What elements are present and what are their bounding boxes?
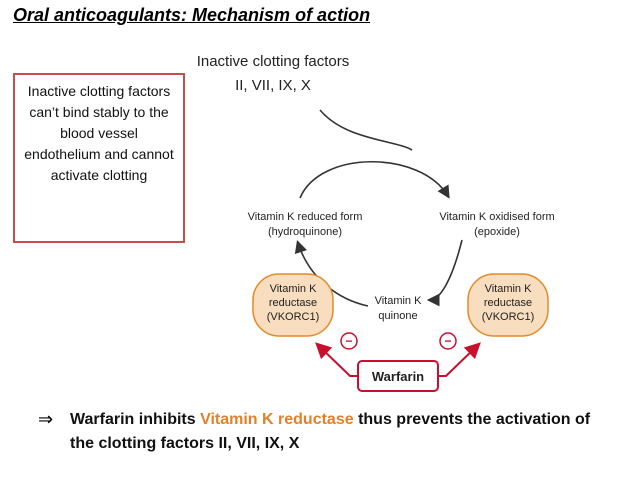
conclusion-text: Warfarin inhibits Vitamin K reductase th… bbox=[38, 408, 618, 456]
inactive-factors-line2: II, VII, IX, X bbox=[235, 77, 311, 94]
inhibit-symbol-left bbox=[340, 332, 358, 350]
oxidised-form-sublabel: (epoxide) bbox=[474, 226, 520, 238]
enzyme-left-line3: (VKORC1) bbox=[267, 311, 320, 323]
arc-oxidised-to-quinone bbox=[426, 239, 463, 307]
enzyme-right-line2: reductase bbox=[484, 297, 532, 309]
reduced-form-label: Vitamin K reduced form bbox=[248, 211, 363, 223]
inactive-factors-arrow bbox=[319, 109, 413, 151]
inactive-factors-label: Inactive clotting factors II, VII, IX, X bbox=[168, 50, 378, 98]
quinone-label: Vitamin K bbox=[375, 295, 423, 307]
inhibit-sign-left: − bbox=[345, 334, 352, 348]
enzyme-right-line3: (VKORC1) bbox=[482, 311, 535, 323]
enzyme-left-line1: Vitamin K bbox=[270, 283, 318, 295]
implies-arrow-icon: ⇒ bbox=[38, 409, 54, 430]
inhibit-line-left bbox=[315, 342, 358, 377]
arc-reduced-to-oxidised bbox=[299, 161, 450, 199]
conclusion-highlight: Vitamin K reductase bbox=[200, 411, 354, 428]
warfarin-label: Warfarin bbox=[372, 369, 424, 384]
oxidised-form-label: Vitamin K oxidised form bbox=[439, 211, 554, 223]
inhibit-symbol-right bbox=[439, 332, 457, 350]
reduced-form-sublabel: (hydroquinone) bbox=[268, 226, 342, 238]
inhibit-sign-right: − bbox=[444, 334, 451, 348]
enzyme-left-line2: reductase bbox=[269, 297, 317, 309]
enzyme-left bbox=[252, 273, 334, 337]
quinone-sublabel: quinone bbox=[378, 310, 417, 322]
enzyme-right-line1: Vitamin K bbox=[485, 283, 533, 295]
slide-title: Oral anticoagulants: Mechanism of action bbox=[13, 5, 371, 25]
conclusion-part2: thus prevents the activation of the clot… bbox=[70, 411, 591, 452]
callout-box: Inactive clotting factors can’t bind sta… bbox=[13, 73, 185, 243]
inhibit-line-right bbox=[438, 342, 481, 377]
conclusion-part1: Warfarin inhibits bbox=[70, 411, 201, 428]
inactive-factors-line1: Inactive clotting factors bbox=[196, 53, 350, 70]
enzyme-right bbox=[467, 273, 549, 337]
